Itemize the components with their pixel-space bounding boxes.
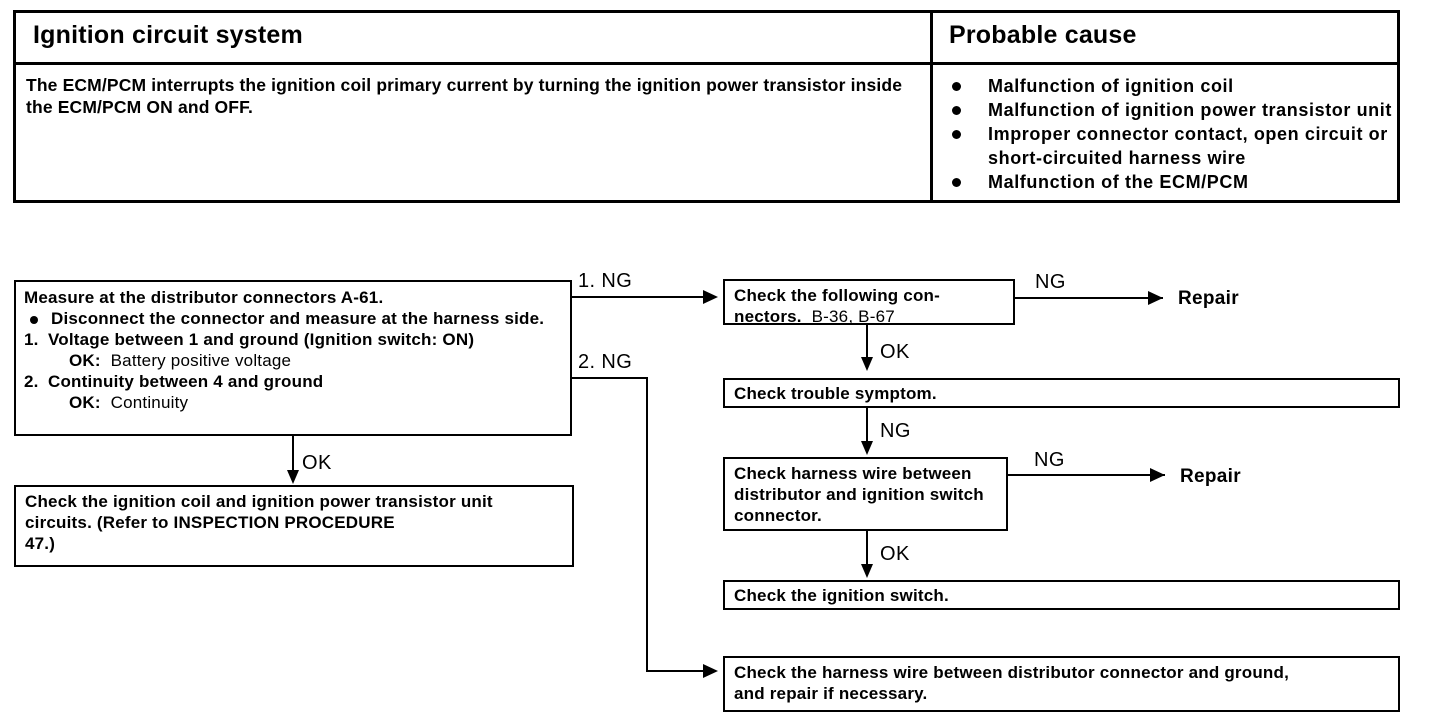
measure-step-2: 2. Continuity between 4 and ground xyxy=(24,371,564,392)
repair-label-connectors: Repair xyxy=(1178,288,1239,309)
connector-harness-to-switch xyxy=(866,531,868,566)
probable-cause-label: Malfunction of ignition coil xyxy=(988,76,1234,96)
harness-box-line-2: distributor and ignition switch xyxy=(734,485,984,504)
bullet-icon xyxy=(952,82,961,91)
arrow-right-icon xyxy=(703,290,718,304)
arrow-right-icon xyxy=(1150,468,1165,482)
bullet-icon xyxy=(952,178,961,187)
table-header-ignition-circuit-system: Ignition circuit system xyxy=(33,21,303,49)
measure-step-1-ok-value: Battery positive voltage xyxy=(110,351,292,370)
coil-box-line-1: Check the ignition coil and ignition pow… xyxy=(25,492,493,511)
connector-measure-to-coil xyxy=(292,436,294,472)
measure-step-2-ok: OK: Continuity xyxy=(24,392,564,413)
edge-label-2-ng: 2. NG xyxy=(578,351,633,373)
table-header-probable-cause: Probable cause xyxy=(949,21,1137,49)
flow-box-check-coil-circuits: Check the ignition coil and ignition pow… xyxy=(14,485,574,567)
probable-cause-item: Malfunction of ignition coil xyxy=(946,74,1394,98)
connector-harness-ng-to-repair xyxy=(1008,474,1165,476)
probable-cause-item: Improper connector contact, open circuit… xyxy=(946,122,1394,170)
system-description-text: The ECM/PCM interrupts the ignition coil… xyxy=(26,75,903,117)
measure-bullet-label: Disconnect the connector and measure at … xyxy=(51,309,545,328)
coil-box-line-2: circuits. (Refer to INSPECTION PROCEDURE xyxy=(25,513,395,532)
arrow-down-icon xyxy=(287,470,299,484)
spec-table-column-divider xyxy=(930,13,933,200)
probable-cause-label: Malfunction of ignition power transistor… xyxy=(988,100,1392,120)
ground-box-line-1: Check the harness wire between distribut… xyxy=(734,663,1289,682)
connector-conn-ng-to-repair xyxy=(1015,297,1163,299)
conn-box-line-2-wrap: nectors. B-36, B-67 xyxy=(734,306,1006,327)
connector-2ng-vertical xyxy=(646,377,648,672)
repair-label-harness: Repair xyxy=(1180,466,1241,487)
connector-2ng-horizontal-bottom xyxy=(646,670,705,672)
measure-step-2-ok-value: Continuity xyxy=(110,393,189,412)
connector-2ng-horizontal-top xyxy=(572,377,648,379)
edge-label-1-ng: 1. NG xyxy=(578,270,633,292)
conn-box-connector-ids: B-36, B-67 xyxy=(811,307,895,326)
arrow-down-icon xyxy=(861,441,873,455)
edge-label-ok-harness: OK xyxy=(880,543,910,565)
measure-step-2-label: Continuity between 4 and ground xyxy=(48,372,324,391)
measure-step-1: 1. Voltage between 1 and ground (Ignitio… xyxy=(24,329,564,350)
measure-step-1-number: 1. xyxy=(24,330,39,349)
measure-bullet-item: Disconnect the connector and measure at … xyxy=(24,308,564,329)
flow-box-check-harness-distributor-switch: Check harness wire between distributor a… xyxy=(723,457,1008,531)
measure-step-2-ok-key: OK: xyxy=(69,393,101,412)
flow-box-check-harness-ground: Check the harness wire between distribut… xyxy=(723,656,1400,712)
conn-box-line-1: Check the following con- xyxy=(734,286,940,305)
connector-conn-to-symptom xyxy=(866,325,868,359)
measure-step-1-ok-key: OK: xyxy=(69,351,101,370)
probable-cause-list: Malfunction of ignition coil Malfunction… xyxy=(946,74,1394,194)
conn-box-line-2: nectors. xyxy=(734,307,802,326)
bullet-icon xyxy=(952,130,961,139)
connector-1ng-horizontal xyxy=(572,296,705,298)
flow-box-check-connectors: Check the following con- nectors. B-36, … xyxy=(723,279,1015,327)
arrow-down-icon xyxy=(861,357,873,371)
spec-table: Ignition circuit system Probable cause T… xyxy=(13,10,1400,203)
probable-cause-item: Malfunction of ignition power transistor… xyxy=(946,98,1394,122)
edge-label-ng-harness: NG xyxy=(1034,449,1065,471)
flow-box-check-ignition-switch: Check the ignition switch. xyxy=(723,580,1400,610)
bullet-icon xyxy=(30,316,38,324)
edge-label-ok-connectors: OK xyxy=(880,341,910,363)
arrow-down-icon xyxy=(861,564,873,578)
symptom-box-label: Check trouble symptom. xyxy=(734,384,937,403)
arrow-right-icon xyxy=(703,664,718,678)
flow-box-check-trouble-symptom: Check trouble symptom. xyxy=(723,378,1400,408)
bullet-icon xyxy=(952,106,961,115)
spec-table-header-row xyxy=(16,13,1397,65)
edge-label-ng-connectors: NG xyxy=(1035,271,1066,293)
harness-box-line-3: connector. xyxy=(734,506,822,525)
flow-box-measure-distributor: Measure at the distributor connectors A-… xyxy=(14,280,572,436)
probable-cause-label: Improper connector contact, open circuit… xyxy=(988,124,1388,168)
ground-box-line-2: and repair if necessary. xyxy=(734,684,928,703)
measure-step-1-ok: OK: Battery positive voltage xyxy=(24,350,564,371)
harness-box-line-1: Check harness wire between xyxy=(734,464,972,483)
switch-box-label: Check the ignition switch. xyxy=(734,586,949,605)
connector-symptom-to-harness xyxy=(866,408,868,443)
coil-box-line-3: 47.) xyxy=(25,534,56,553)
probable-cause-label: Malfunction of the ECM/PCM xyxy=(988,172,1249,192)
edge-label-ok-left: OK xyxy=(302,452,332,474)
measure-step-1-label: Voltage between 1 and ground (Ignition s… xyxy=(48,330,475,349)
measure-title: Measure at the distributor connectors A-… xyxy=(24,288,384,307)
measure-step-2-number: 2. xyxy=(24,372,39,391)
probable-cause-item: Malfunction of the ECM/PCM xyxy=(946,170,1394,194)
arrow-right-icon xyxy=(1148,291,1163,305)
edge-label-ng-symptom: NG xyxy=(880,420,911,442)
